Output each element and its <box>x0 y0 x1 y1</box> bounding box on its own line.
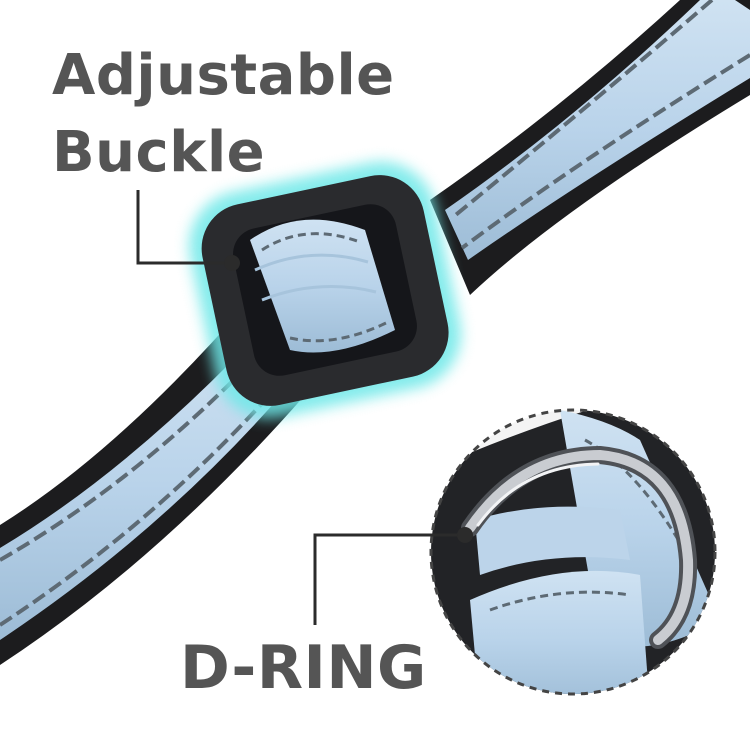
buckle-label-line1: Adjustable <box>52 43 395 108</box>
buckle-callout-line <box>136 190 240 271</box>
dring-detail <box>429 408 717 696</box>
strap-upper <box>430 0 750 295</box>
dring-label: D-RING <box>180 633 427 703</box>
buckle-label-line2: Buckle <box>52 120 266 185</box>
adjustable-buckle <box>189 161 461 419</box>
dring-callout-line <box>313 527 473 625</box>
